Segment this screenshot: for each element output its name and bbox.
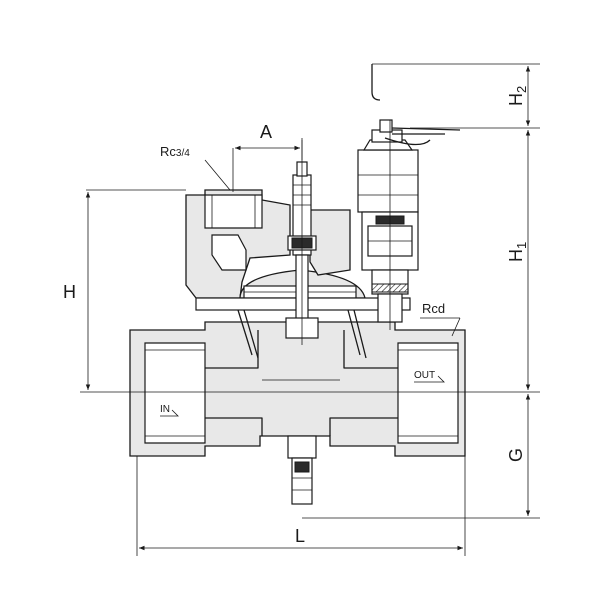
label-rc34: Rc3/4 xyxy=(160,144,190,159)
label-rcd: Rcd xyxy=(422,301,445,316)
dim-label-h2-sub: 2 xyxy=(514,86,529,93)
label-in: IN xyxy=(160,404,170,415)
dim-label-h1-sub: 1 xyxy=(514,242,529,249)
dim-label-g: G xyxy=(506,448,526,462)
dimension-lines xyxy=(80,63,540,556)
outlet-marker: OUT xyxy=(414,370,445,383)
label-rc34-main: Rc xyxy=(160,144,176,159)
pilot-assembly xyxy=(357,119,419,330)
handle-lever xyxy=(371,64,461,146)
center-stem xyxy=(285,140,319,345)
dim-label-h1-main: H xyxy=(506,249,526,262)
drain-plug xyxy=(287,435,317,505)
inlet-marker: IN xyxy=(160,404,179,417)
valve-body xyxy=(129,321,466,457)
dim-label-h2-main: H xyxy=(506,93,526,106)
label-rc34-frac: 3/4 xyxy=(176,148,190,159)
dim-label-h2: H2 xyxy=(506,86,529,106)
label-out: OUT xyxy=(414,370,435,381)
dim-label-l: L xyxy=(295,526,305,546)
dim-label-h1: H1 xyxy=(506,242,529,262)
dim-label-h: H xyxy=(63,282,76,302)
dim-label-a: A xyxy=(260,122,272,142)
